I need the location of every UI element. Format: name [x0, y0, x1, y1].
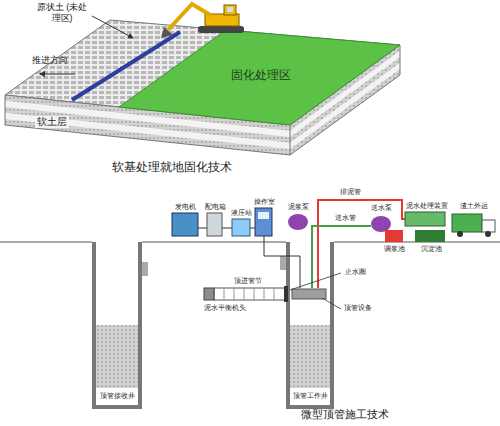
zone-label: 固化处理区 — [163, 68, 359, 82]
part-label: 止水圈 — [345, 268, 366, 276]
callout-label: 推进方向 — [32, 55, 68, 66]
figure-caption: 软基处理就地固化技术 — [112, 160, 232, 174]
supply-pipe — [312, 226, 371, 288]
slab-edge — [290, 125, 291, 155]
figure-caption: 微型顶管施工技术 — [301, 408, 389, 421]
control-window — [258, 212, 269, 219]
equipment-label: 沉淀池 — [421, 245, 442, 253]
excavator-cab — [224, 5, 236, 15]
switch-box — [207, 213, 222, 236]
excavator — [161, 4, 244, 38]
equipment-label: 泥浆泵 — [288, 203, 309, 211]
shaft-label: 顶管接收井 — [100, 392, 135, 400]
discharge-pipe — [318, 200, 405, 288]
shaft-wall — [92, 242, 96, 409]
truck-wheel — [485, 231, 491, 237]
water-seal — [284, 286, 288, 302]
shaft-wall — [330, 242, 334, 409]
zone-shape — [119, 30, 400, 125]
equipment-label: 操作室 — [254, 198, 275, 206]
control-room — [255, 208, 272, 236]
reaction-block — [142, 262, 148, 276]
layer-label: 软土层 — [35, 116, 69, 128]
truck-wheel — [457, 231, 463, 237]
treatment-unit — [405, 212, 445, 226]
equipment-label: 配电箱 — [205, 203, 226, 211]
part-label: 泥水平衡机头 — [204, 304, 246, 312]
equipment-label: 液压站 — [231, 209, 252, 217]
excavator-track — [198, 26, 244, 33]
equipment-label: 送水泵 — [371, 204, 392, 212]
pipe-joints — [224, 288, 274, 300]
excavator-window — [227, 7, 233, 12]
part-label: 顶管设备 — [344, 304, 372, 312]
equipment-label: 送水管 — [335, 214, 356, 222]
hydraulic-unit — [232, 219, 250, 236]
shaft-wall — [286, 242, 290, 409]
water-pump — [371, 216, 391, 232]
hydraulic-line — [264, 236, 300, 288]
soil-slab — [5, 16, 400, 155]
machine-head — [204, 288, 214, 300]
jacking-equipment — [292, 289, 326, 299]
equipment-label: 渣土外运 — [460, 202, 488, 210]
equipment-label: 泥水处理装置 — [406, 202, 448, 210]
mixing-tank — [385, 230, 403, 242]
excavator-arm — [168, 4, 212, 30]
truck-body — [452, 214, 482, 232]
slurry-pump — [288, 214, 308, 230]
generator — [172, 213, 198, 236]
reaction-block — [280, 256, 286, 270]
shaft-wall — [138, 242, 142, 409]
equipment-label: 发电机 — [175, 203, 196, 211]
equipment-label: 排泥管 — [340, 188, 361, 196]
leader-line — [92, 16, 133, 38]
jacking-pipe — [214, 288, 286, 300]
treated-zone: 固化处理区 — [119, 30, 400, 125]
leader-line — [290, 273, 341, 290]
excavator-body — [205, 14, 239, 26]
shaft-label: 顶管工作井 — [293, 392, 328, 400]
shaft-concrete — [290, 325, 330, 388]
excavator-bucket — [161, 27, 173, 38]
callout-label: 原状土 (未处理区) — [34, 2, 90, 24]
direction-arrow — [40, 74, 75, 75]
shaft-floor — [92, 405, 142, 409]
pipe-jacking — [0, 200, 500, 409]
settling-tank — [415, 230, 445, 242]
equipment-label: 调浆池 — [384, 245, 405, 253]
leader-line — [322, 298, 341, 309]
shaft-concrete — [96, 325, 138, 388]
truck-cab — [482, 220, 495, 232]
part-label: 顶进管节 — [234, 277, 262, 285]
